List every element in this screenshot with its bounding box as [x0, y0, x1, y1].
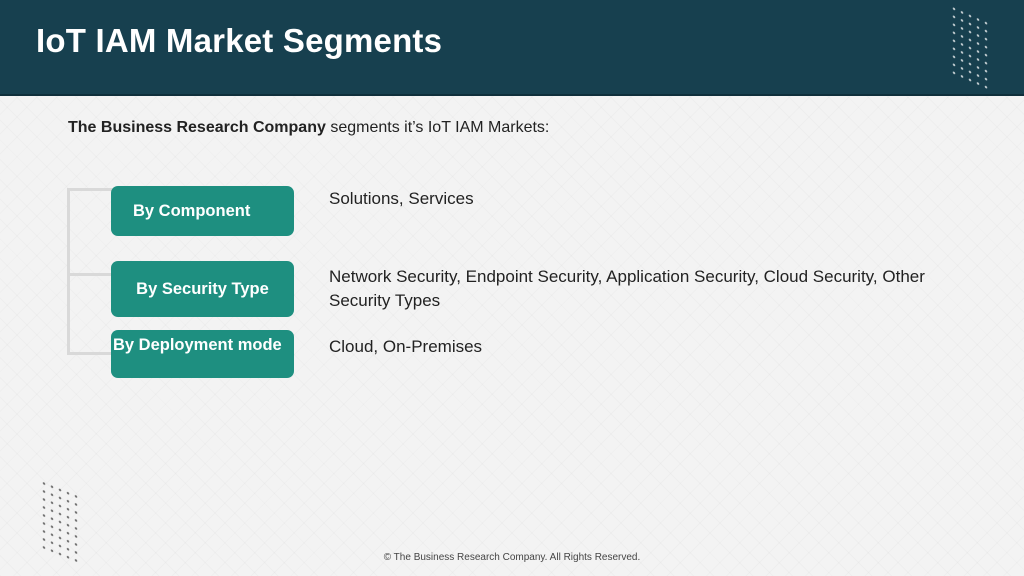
segment-description-deployment-mode: Cloud, On-Premises: [329, 337, 483, 356]
segment-label: By Security Type: [136, 279, 269, 298]
segment-box-security-type: By Security Type: [111, 261, 294, 317]
segment-label: By Deployment mode: [113, 336, 282, 354]
segment-box-deployment-mode: By Deployment mode: [111, 330, 294, 378]
tree-connector-vertical: [67, 188, 70, 354]
intro-text: The Business Research Company segments i…: [68, 119, 549, 137]
segment-description-component: Solutions, Services: [329, 189, 474, 208]
segment-description-security-type: Network Security, Endpoint Security, App…: [329, 267, 925, 310]
tree-connector-2: [67, 273, 113, 276]
company-name: The Business Research Company: [68, 119, 326, 136]
decorative-dots-top: [950, 3, 990, 91]
segment-box-component: By Component: [111, 186, 294, 236]
page-title: IoT IAM Market Segments: [36, 22, 443, 59]
intro-suffix: segments it’s IoT IAM Markets:: [325, 119, 550, 136]
segment-label: By Component: [133, 201, 251, 220]
footer-copyright: © The Business Research Company. All Rig…: [383, 552, 641, 563]
header-bar: IoT IAM Market Segments: [0, 0, 1024, 96]
tree-connector-1: [67, 188, 113, 191]
tree-connector-3: [67, 352, 113, 355]
